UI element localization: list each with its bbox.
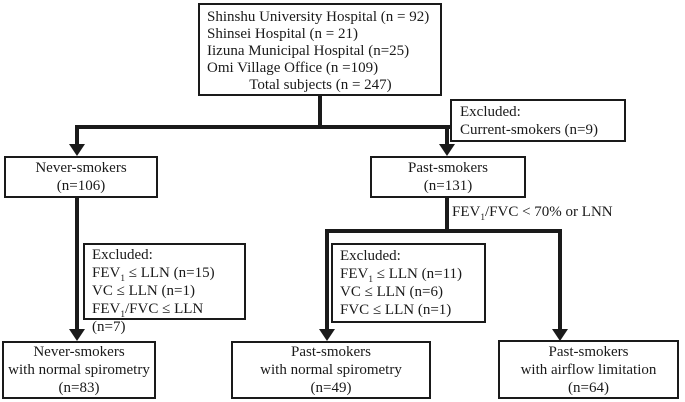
excluded-header: Excluded: — [340, 248, 401, 264]
connector-past-drop — [445, 196, 449, 233]
excluded-item: VC ≤ LLN (n=1) — [92, 283, 195, 299]
excluded-item: FEV1/FVC ≤ LLN (n=7) — [92, 301, 204, 335]
split-criterion-label: FEV1/FVC < 70% or LNN — [452, 204, 613, 223]
excluded-header: Excluded: — [92, 247, 153, 263]
source-line: Iizuna Municipal Hospital (n=25) — [207, 43, 410, 59]
outcome-count: (n=83) — [58, 380, 100, 396]
excluded-item: VC ≤ LLN (n=6) — [340, 284, 443, 300]
box-recruitment-sources: Shinshu University Hospital (n = 92) Shi… — [198, 3, 442, 96]
outcome-count: (n=64) — [568, 379, 609, 396]
excluded-item: Current-smokers (n=9) — [460, 122, 599, 138]
box-never-smokers: Never-smokers (n=106) — [4, 156, 158, 198]
outcome-title: Never-smokers — [33, 344, 125, 360]
box-excluded-past-smokers: Excluded: FEV1 ≤ LLN (n=11) VC ≤ LLN (n=… — [331, 243, 486, 323]
box-never-smokers-normal-spirometry: Never-smokers with normal spirometry (n=… — [2, 341, 156, 399]
connector-to-past-airflow — [558, 229, 562, 331]
connector-to-never-smokers — [75, 125, 79, 146]
outcome-subtitle: with normal spirometry — [8, 362, 150, 378]
excluded-item: FVC ≤ LLN (n=1) — [340, 302, 452, 318]
box-excluded-never-smokers: Excluded: FEV1 ≤ LLN (n=15) VC ≤ LLN (n=… — [83, 243, 246, 335]
total-subjects-line: Total subjects (n = 247) — [249, 77, 392, 93]
connector-to-past-smokers — [445, 125, 449, 146]
arrowhead-past-airflow — [552, 329, 568, 341]
group-title: Past-smokers — [408, 160, 488, 176]
outcome-title: Past-smokers — [291, 344, 371, 360]
connector-never-to-outcome — [75, 196, 79, 331]
outcome-title: Past-smokers — [548, 343, 629, 360]
excluded-item: FEV1 ≤ LLN (n=15) — [92, 265, 215, 284]
connector-top-drop — [318, 94, 322, 129]
arrowhead-never-smokers — [69, 144, 85, 156]
box-past-smokers-airflow-limitation: Past-smokers with airflow limitation (n=… — [498, 340, 679, 399]
subscript: 1 — [120, 310, 125, 320]
box-past-smokers-normal-spirometry: Past-smokers with normal spirometry (n=4… — [231, 341, 431, 399]
subscript: 1 — [480, 213, 485, 223]
arrowhead-past-smokers — [439, 144, 455, 156]
box-past-smokers: Past-smokers (n=131) — [370, 156, 526, 198]
group-title: Never-smokers — [35, 160, 127, 176]
box-excluded-current-smokers: Excluded: Current-smokers (n=9) — [450, 99, 626, 142]
excluded-header: Excluded: — [460, 104, 521, 120]
subscript: 1 — [368, 275, 373, 285]
source-line: Omi Village Office (n =109) — [207, 60, 379, 76]
excluded-item: FEV1 ≤ LLN (n=11) — [340, 266, 463, 285]
arrowhead-past-normal — [319, 329, 335, 341]
source-line: Shinshu University Hospital (n = 92) — [207, 9, 430, 25]
arrowhead-never-normal — [69, 329, 85, 341]
outcome-count: (n=49) — [310, 380, 352, 396]
source-line: Shinsei Hospital (n = 21) — [207, 26, 358, 42]
subscript: 1 — [120, 274, 125, 284]
connector-branch1 — [75, 125, 450, 129]
outcome-subtitle: with airflow limitation — [520, 361, 657, 378]
connector-branch2 — [325, 229, 562, 233]
group-count: (n=131) — [423, 178, 473, 194]
outcome-subtitle: with normal spirometry — [260, 362, 402, 378]
group-count: (n=106) — [56, 178, 106, 194]
connector-to-past-normal — [325, 229, 329, 331]
